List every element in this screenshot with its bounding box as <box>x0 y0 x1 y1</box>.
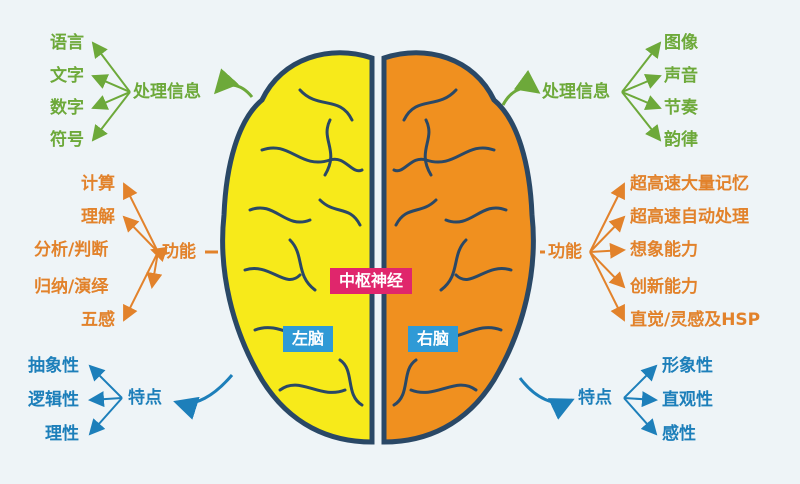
right-trait-item: 直观性 <box>662 390 713 410</box>
left-function-label: 功能 <box>162 242 196 262</box>
right-info-item: 韵律 <box>664 130 698 150</box>
right-traits-label: 特点 <box>578 388 612 408</box>
right-info-item: 声音 <box>664 66 698 86</box>
left-info-label: 处理信息 <box>133 82 201 102</box>
right-function-item: 超高速自动处理 <box>630 207 749 227</box>
left-function-item: 计算 <box>81 174 115 194</box>
right-function-item: 直觉/灵感及HSP <box>630 310 761 330</box>
right-info-connectors <box>501 41 662 142</box>
left-traits-connectors <box>88 364 234 436</box>
right-trait-item: 形象性 <box>662 356 713 376</box>
right-function-item: 超高速大量记忆 <box>630 174 749 194</box>
left-function-item: 五感 <box>81 310 115 330</box>
left-brain-tag: 左脑 <box>283 326 334 352</box>
left-trait-item: 抽象性 <box>28 356 79 376</box>
left-traits-label: 特点 <box>128 388 162 408</box>
right-function-item: 想象能力 <box>630 240 698 260</box>
right-traits-connectors <box>518 364 658 436</box>
left-trait-item: 理性 <box>45 424 79 444</box>
central-nervous-tag: 中枢神经 <box>330 268 413 294</box>
left-hemisphere <box>220 50 375 445</box>
right-info-item: 图像 <box>664 33 698 53</box>
right-info-label: 处理信息 <box>542 82 610 102</box>
left-info-connectors <box>91 41 254 142</box>
left-function-item: 分析/判断 <box>34 240 109 260</box>
left-info-item: 语言 <box>50 33 84 53</box>
left-function-connectors <box>122 182 218 322</box>
right-brain-tag: 右脑 <box>408 326 459 352</box>
right-trait-item: 感性 <box>662 424 696 444</box>
left-info-item: 文字 <box>50 66 84 86</box>
left-trait-item: 逻辑性 <box>28 390 79 410</box>
left-info-item: 数字 <box>50 98 84 118</box>
left-function-item: 理解 <box>81 207 115 227</box>
right-function-label: 功能 <box>548 242 582 262</box>
right-info-item: 节奏 <box>664 98 698 118</box>
right-function-connectors <box>540 182 626 322</box>
right-function-item: 创新能力 <box>630 277 698 297</box>
brain <box>220 50 536 445</box>
left-function-item: 归纳/演绎 <box>34 277 109 297</box>
left-info-item: 符号 <box>50 130 84 150</box>
